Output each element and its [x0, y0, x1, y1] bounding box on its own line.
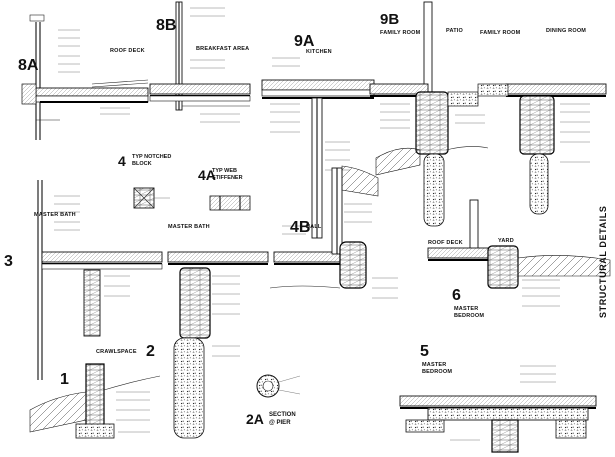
detail-9b-drawing — [477, 83, 607, 215]
detail-tag-5: 4A — [198, 167, 216, 183]
detail-subtitle-4-line1: TYP NOTCHED — [132, 154, 171, 160]
detail-subtitle-5-line2: STIFFENER — [212, 175, 243, 181]
detail-7-drawing — [149, 1, 251, 123]
detail-tag-4a: 4B — [290, 219, 310, 236]
detail-4b-drawing — [399, 365, 597, 453]
sheet-title: STRUCTURAL DETAILS — [598, 206, 608, 318]
detail-subtitle-4-line2: BLOCK — [132, 161, 152, 167]
detail-tag-2a: 2A — [246, 411, 264, 427]
room-label-roof-deck-right: ROOF DECK — [428, 240, 463, 246]
room-label-master-bedroom-8b-line2: BEDROOM — [454, 313, 484, 319]
detail-tag-4: 4 — [118, 153, 126, 169]
detail-tag-2: 2 — [146, 343, 155, 360]
detail-4a-drawing — [269, 165, 398, 299]
detail-9a-drawing — [369, 1, 489, 176]
detail-2a-drawing — [256, 374, 301, 398]
detail-3-drawing — [37, 180, 163, 380]
detail-tag-8a: 9A — [294, 33, 315, 50]
detail-2-drawing — [167, 251, 269, 439]
room-label-patio: PATIO — [446, 28, 464, 34]
detail-9a-pier — [423, 153, 445, 227]
room-label-family-room-9b: FAMILY ROOM — [480, 30, 521, 36]
detail-subtitle-5-line1: TYP WEB — [212, 168, 237, 174]
room-label-master-bedroom-8b-line1: MASTER — [454, 306, 478, 312]
room-label-dining-room: DINING ROOM — [546, 28, 586, 34]
detail-6-drawing — [21, 14, 149, 140]
room-label-yard: YARD — [498, 238, 514, 244]
detail-tag-7: 8B — [156, 17, 176, 34]
room-label-master-bath-left: MASTER BATH — [34, 212, 76, 218]
room-label-master-bath-mid: MASTER BATH — [168, 224, 210, 230]
room-label-roof-deck-top: ROOF DECK — [110, 48, 145, 54]
room-label-master-bedroom-4b-line1: MASTER — [422, 362, 446, 368]
detail-subtitle-2a-line1: SECTION — [269, 412, 296, 418]
room-label-crawlspace: CRAWLSPACE — [96, 349, 137, 355]
detail-tag-4b: 5 — [420, 343, 429, 360]
detail-8a-drawing — [261, 57, 375, 239]
detail-8b-drawing — [427, 199, 611, 307]
detail-1-drawing — [29, 363, 161, 439]
room-label-kitchen: KITCHEN — [306, 49, 332, 55]
room-label-master-bedroom-4b-line2: BEDROOM — [422, 369, 452, 375]
room-label-hall: HALL — [306, 224, 322, 230]
detail-tag-1: 1 — [60, 371, 69, 388]
detail-tag-3: 3 — [4, 253, 13, 270]
detail-4-drawing — [133, 187, 170, 209]
detail-5-drawing — [209, 195, 251, 211]
detail-tag-8b-label: 6 — [452, 287, 461, 304]
detail-tag-6: 8A — [18, 57, 39, 74]
room-label-family-room-9a: FAMILY ROOM — [380, 30, 421, 36]
room-label-breakfast-area: BREAKFAST AREA — [196, 46, 249, 52]
detail-tag-9a: 9B — [380, 11, 399, 28]
detail-subtitle-2a-line2: @ PIER — [269, 420, 291, 426]
